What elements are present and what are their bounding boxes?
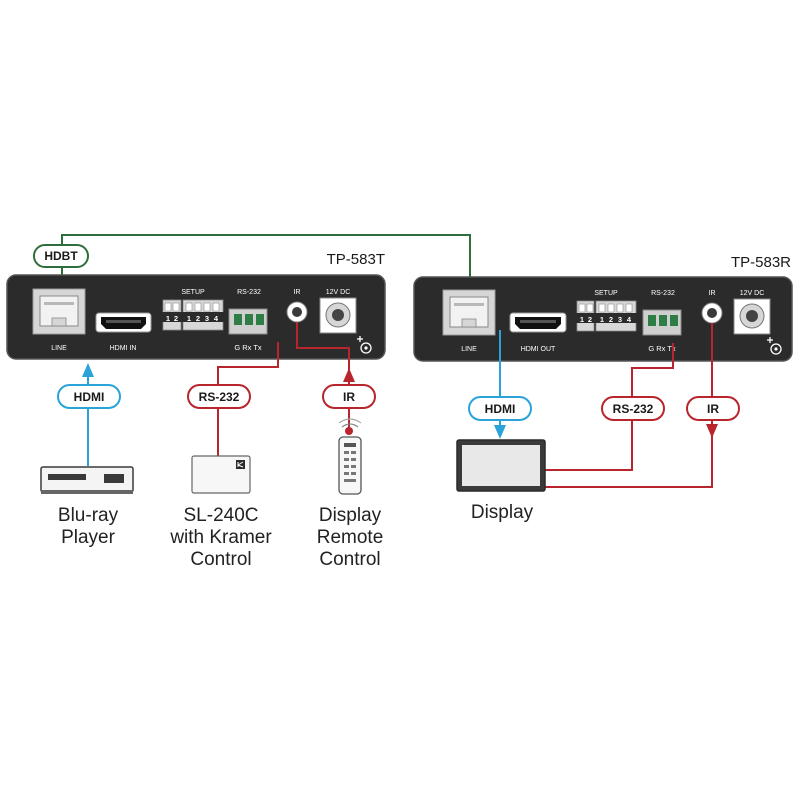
tx-line-port bbox=[32, 288, 86, 335]
rx-power-label: 12V DC bbox=[740, 290, 765, 297]
tx-power-jack bbox=[319, 297, 357, 334]
display-icon bbox=[456, 439, 546, 492]
tx-polarity-icon bbox=[357, 336, 372, 354]
remote-control-icon bbox=[338, 418, 362, 495]
tx-rs232-terminal bbox=[228, 308, 268, 335]
tx-ir-label: IR bbox=[294, 289, 301, 296]
controller-caption-line2: with Kramer bbox=[169, 527, 272, 548]
rx-ir-tag: IR bbox=[686, 396, 740, 421]
rx-rs232-cable bbox=[545, 343, 674, 471]
tx-rs232-cable bbox=[217, 342, 279, 456]
hdbt-tag-label: HDBT bbox=[44, 249, 78, 263]
rx-rs232-label: RS-232 bbox=[651, 290, 675, 297]
tx-ir-jack bbox=[286, 301, 308, 323]
tx-dip-num: 1 bbox=[187, 314, 191, 323]
display-caption: Display bbox=[471, 502, 534, 523]
tx-hdmi-port bbox=[95, 312, 152, 333]
bluray-player-icon bbox=[40, 466, 134, 494]
tx-ir-tag: IR bbox=[322, 384, 376, 409]
tx-setup-label: SETUP bbox=[181, 289, 205, 296]
tx-rs232-pins-label: G Rx Tx bbox=[234, 343, 262, 352]
remote-caption-line2: Remote bbox=[317, 527, 384, 548]
rx-dip-num: 2 bbox=[609, 315, 613, 324]
tx-ir-emitter bbox=[345, 427, 353, 435]
rx-setup-label: SETUP bbox=[594, 290, 618, 297]
rx-ir-tag-label: IR bbox=[707, 402, 719, 416]
rx-dip-switches bbox=[574, 300, 639, 332]
transmitter-model-label: TP-583T bbox=[327, 251, 385, 268]
rx-rs232-terminal bbox=[642, 309, 682, 336]
tx-dip-num: 2 bbox=[174, 314, 178, 323]
tx-rs232-label: RS-232 bbox=[237, 289, 261, 296]
rx-hdmi-arrow bbox=[494, 425, 506, 439]
bluray-caption-line1: Blu-ray bbox=[58, 505, 119, 526]
controller-box-icon bbox=[191, 455, 251, 494]
tx-hdmi-tag-label: HDMI bbox=[74, 390, 105, 404]
hdbt-tag: HDBT bbox=[33, 244, 89, 268]
rx-hdmi-label: HDMI OUT bbox=[521, 346, 556, 353]
tx-hdmi-label: HDMI IN bbox=[110, 345, 137, 352]
tx-hdmi-arrow bbox=[82, 363, 94, 377]
rx-power-jack bbox=[733, 298, 771, 335]
tx-ir-arrow bbox=[343, 368, 355, 382]
controller-caption-line1: SL-240C bbox=[184, 505, 259, 526]
rx-dip-num: 4 bbox=[627, 315, 632, 324]
remote-caption-line1: Display bbox=[319, 505, 382, 526]
rx-hdmi-port bbox=[509, 312, 567, 333]
receiver-model-label: TP-583R bbox=[731, 254, 791, 271]
tx-dip-num: 4 bbox=[214, 314, 219, 323]
rx-hdmi-tag-label: HDMI bbox=[485, 402, 516, 416]
rx-dip-num: 1 bbox=[580, 315, 584, 324]
tx-rs232-tag: RS-232 bbox=[187, 384, 251, 409]
rx-hdmi-tag: HDMI bbox=[468, 396, 532, 421]
receiver-unit: TP-583R LINE HDMI OUT SETUP bbox=[413, 254, 793, 362]
tx-hdmi-tag: HDMI bbox=[57, 384, 121, 409]
tx-ir-tag-label: IR bbox=[343, 390, 355, 404]
transmitter-unit: TP-583T LINE HDMI IN SETUP bbox=[6, 251, 386, 360]
rx-ir-cable bbox=[545, 323, 713, 488]
tx-dip-num: 1 bbox=[166, 314, 170, 323]
rx-rs232-tag: RS-232 bbox=[601, 396, 665, 421]
rx-dip-num: 3 bbox=[618, 315, 622, 324]
rx-ir-jack bbox=[701, 302, 723, 324]
remote-caption-line3: Control bbox=[319, 549, 380, 570]
rx-rs232-tag-label: RS-232 bbox=[613, 402, 654, 416]
tx-rs232-tag-label: RS-232 bbox=[199, 390, 240, 404]
controller-caption-line3: Control bbox=[190, 549, 251, 570]
tx-dip-num: 2 bbox=[196, 314, 200, 323]
tx-dip-switches bbox=[160, 299, 226, 331]
rx-dip-num: 1 bbox=[600, 315, 604, 324]
rx-line-port bbox=[442, 289, 496, 336]
bluray-caption-line2: Player bbox=[61, 527, 116, 548]
tx-line-label: LINE bbox=[51, 345, 67, 352]
rx-dip-num: 2 bbox=[588, 315, 592, 324]
rx-rs232-pins-label: G Rx Tx bbox=[648, 344, 676, 353]
rx-line-label: LINE bbox=[461, 346, 477, 353]
tx-power-label: 12V DC bbox=[326, 289, 351, 296]
rx-ir-label: IR bbox=[709, 290, 716, 297]
rx-ir-arrow bbox=[706, 424, 718, 438]
tx-dip-num: 3 bbox=[205, 314, 209, 323]
rx-polarity-icon bbox=[767, 337, 782, 355]
